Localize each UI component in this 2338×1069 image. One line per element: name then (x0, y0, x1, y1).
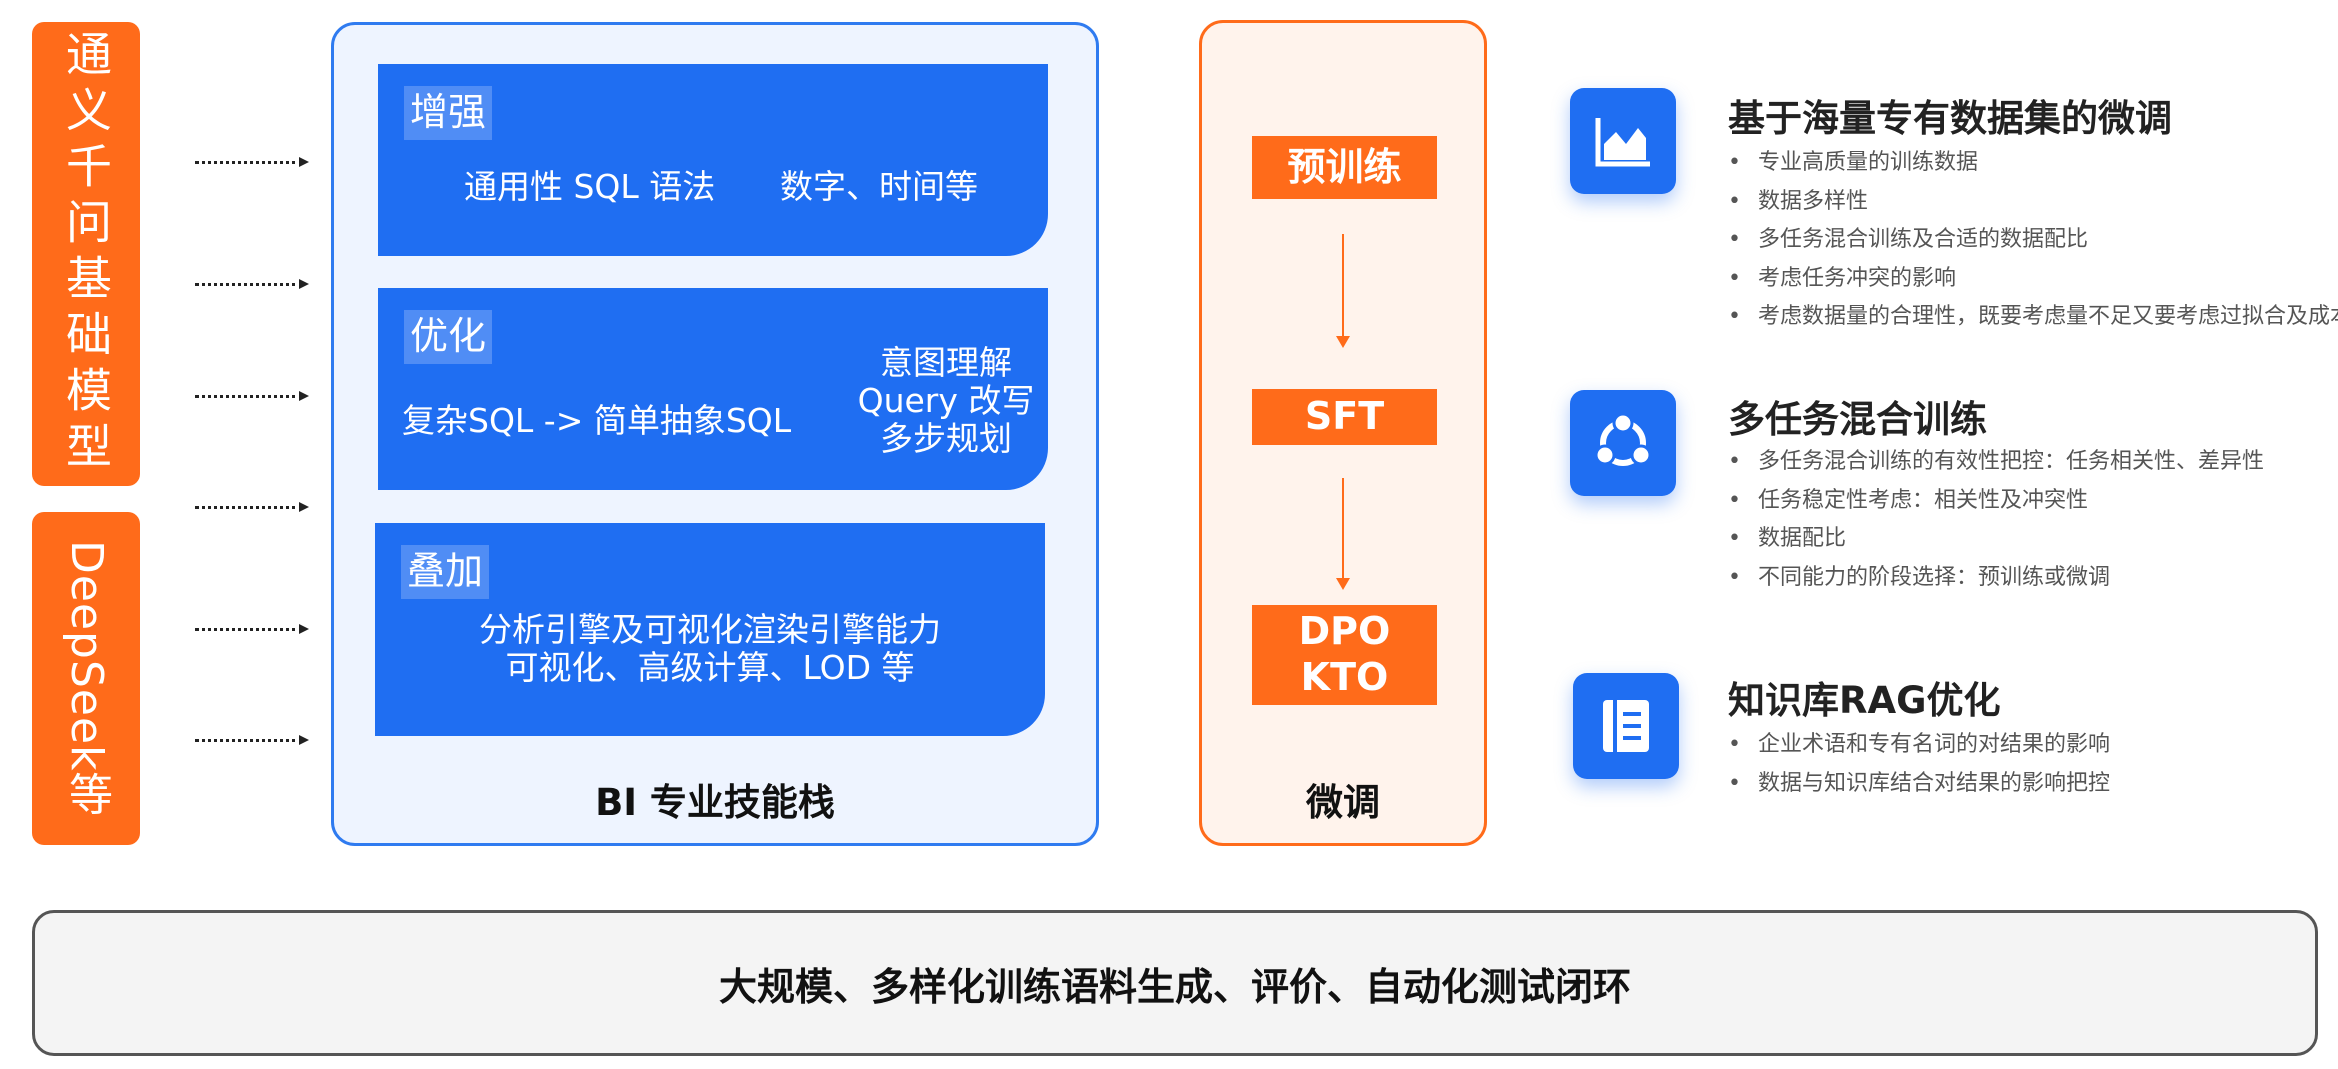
stage-dpo: DPO (1298, 609, 1391, 654)
bullet-item: 专业高质量的训练数据 (1728, 144, 2338, 183)
stage-sft: SFT (1252, 389, 1437, 445)
card-optimize: 优化 复杂SQL -> 简单抽象SQL 意图理解 Query 改写 多步规划 (378, 288, 1048, 490)
card-text: 数字、时间等 (780, 167, 978, 206)
card-text: 通用性 SQL 语法 (464, 167, 716, 206)
deepseek-model-pill: DeepSeek等 (32, 512, 140, 845)
stage-kto: KTO (1300, 655, 1389, 699)
dotted-arrow (195, 502, 309, 512)
section-title: 基于海量专有数据集的微调 (1728, 97, 2172, 140)
card-tag-enhance: 增强 (404, 86, 493, 140)
bullet-item: 数据与知识库结合对结果的影响把控 (1728, 765, 2110, 804)
bullet-item: 任务稳定性考虑：相关性及冲突性 (1728, 482, 2264, 521)
card-text: 分析引擎及可视化渲染引擎能力 (479, 610, 941, 649)
flow-arrow (1336, 234, 1350, 348)
stage-pretrain: 预训练 (1252, 136, 1437, 199)
section-title: 知识库RAG优化 (1728, 679, 2001, 722)
card-tag-overlay: 叠加 (401, 545, 490, 599)
bullet-item: 企业术语和专有名词的对结果的影响 (1728, 726, 2110, 765)
bullet-item: 考虑任务冲突的影响 (1728, 260, 2338, 299)
section-bullets: 企业术语和专有名词的对结果的影响 数据与知识库结合对结果的影响把控 (1728, 726, 2110, 803)
bullet-item: 多任务混合训练的有效性把控：任务相关性、差异性 (1728, 443, 2264, 482)
finetune-panel-title: 微调 (1306, 781, 1380, 824)
flow-arrow (1336, 478, 1350, 590)
card-text: 复杂SQL -> 简单抽象SQL (402, 401, 792, 440)
card-text: 意图理解 (880, 343, 1012, 382)
bullet-item: 多任务混合训练及合适的数据配比 (1728, 221, 2338, 260)
bottom-bar: 大规模、多样化训练语料生成、评价、自动化测试闭环 (32, 910, 2318, 1056)
chart-icon (1570, 88, 1676, 194)
card-enhance: 增强 通用性 SQL 语法 数字、时间等 (378, 64, 1048, 256)
dotted-arrow (195, 279, 309, 289)
qwen-model-pill: 通义千问基础模型 (32, 22, 140, 486)
bullet-item: 数据配比 (1728, 520, 2264, 559)
bi-panel-title: BI 专业技能栈 (595, 781, 835, 824)
card-overlay: 叠加 分析引擎及可视化渲染引擎能力 可视化、高级计算、LOD 等 (375, 523, 1045, 736)
card-text: Query 改写 (857, 381, 1035, 420)
section-bullets: 多任务混合训练的有效性把控：任务相关性、差异性 任务稳定性考虑：相关性及冲突性 … (1728, 443, 2264, 597)
bullet-item: 不同能力的阶段选择：预训练或微调 (1728, 559, 2264, 598)
section-bullets: 专业高质量的训练数据 数据多样性 多任务混合训练及合适的数据配比 考虑任务冲突的… (1728, 144, 2338, 337)
document-icon (1573, 673, 1679, 779)
dotted-arrow (195, 391, 309, 401)
share-nodes-icon (1570, 390, 1676, 496)
dotted-arrow (195, 624, 309, 634)
bullet-item: 考虑数据量的合理性，既要考虑量不足又要考虑过拟合及成本 (1728, 298, 2338, 337)
card-tag-optimize: 优化 (404, 310, 493, 364)
card-text: 可视化、高级计算、LOD 等 (505, 648, 915, 687)
card-text: 多步规划 (880, 419, 1012, 458)
dotted-arrow (195, 157, 309, 167)
qwen-model-label: 通义千问基础模型 (59, 30, 113, 478)
deepseek-model-label: DeepSeek等 (61, 540, 112, 817)
bullet-item: 数据多样性 (1728, 183, 2338, 222)
section-title: 多任务混合训练 (1728, 398, 1987, 441)
dotted-arrow (195, 735, 309, 745)
stage-dpo-kto: DPO KTO (1252, 605, 1437, 705)
